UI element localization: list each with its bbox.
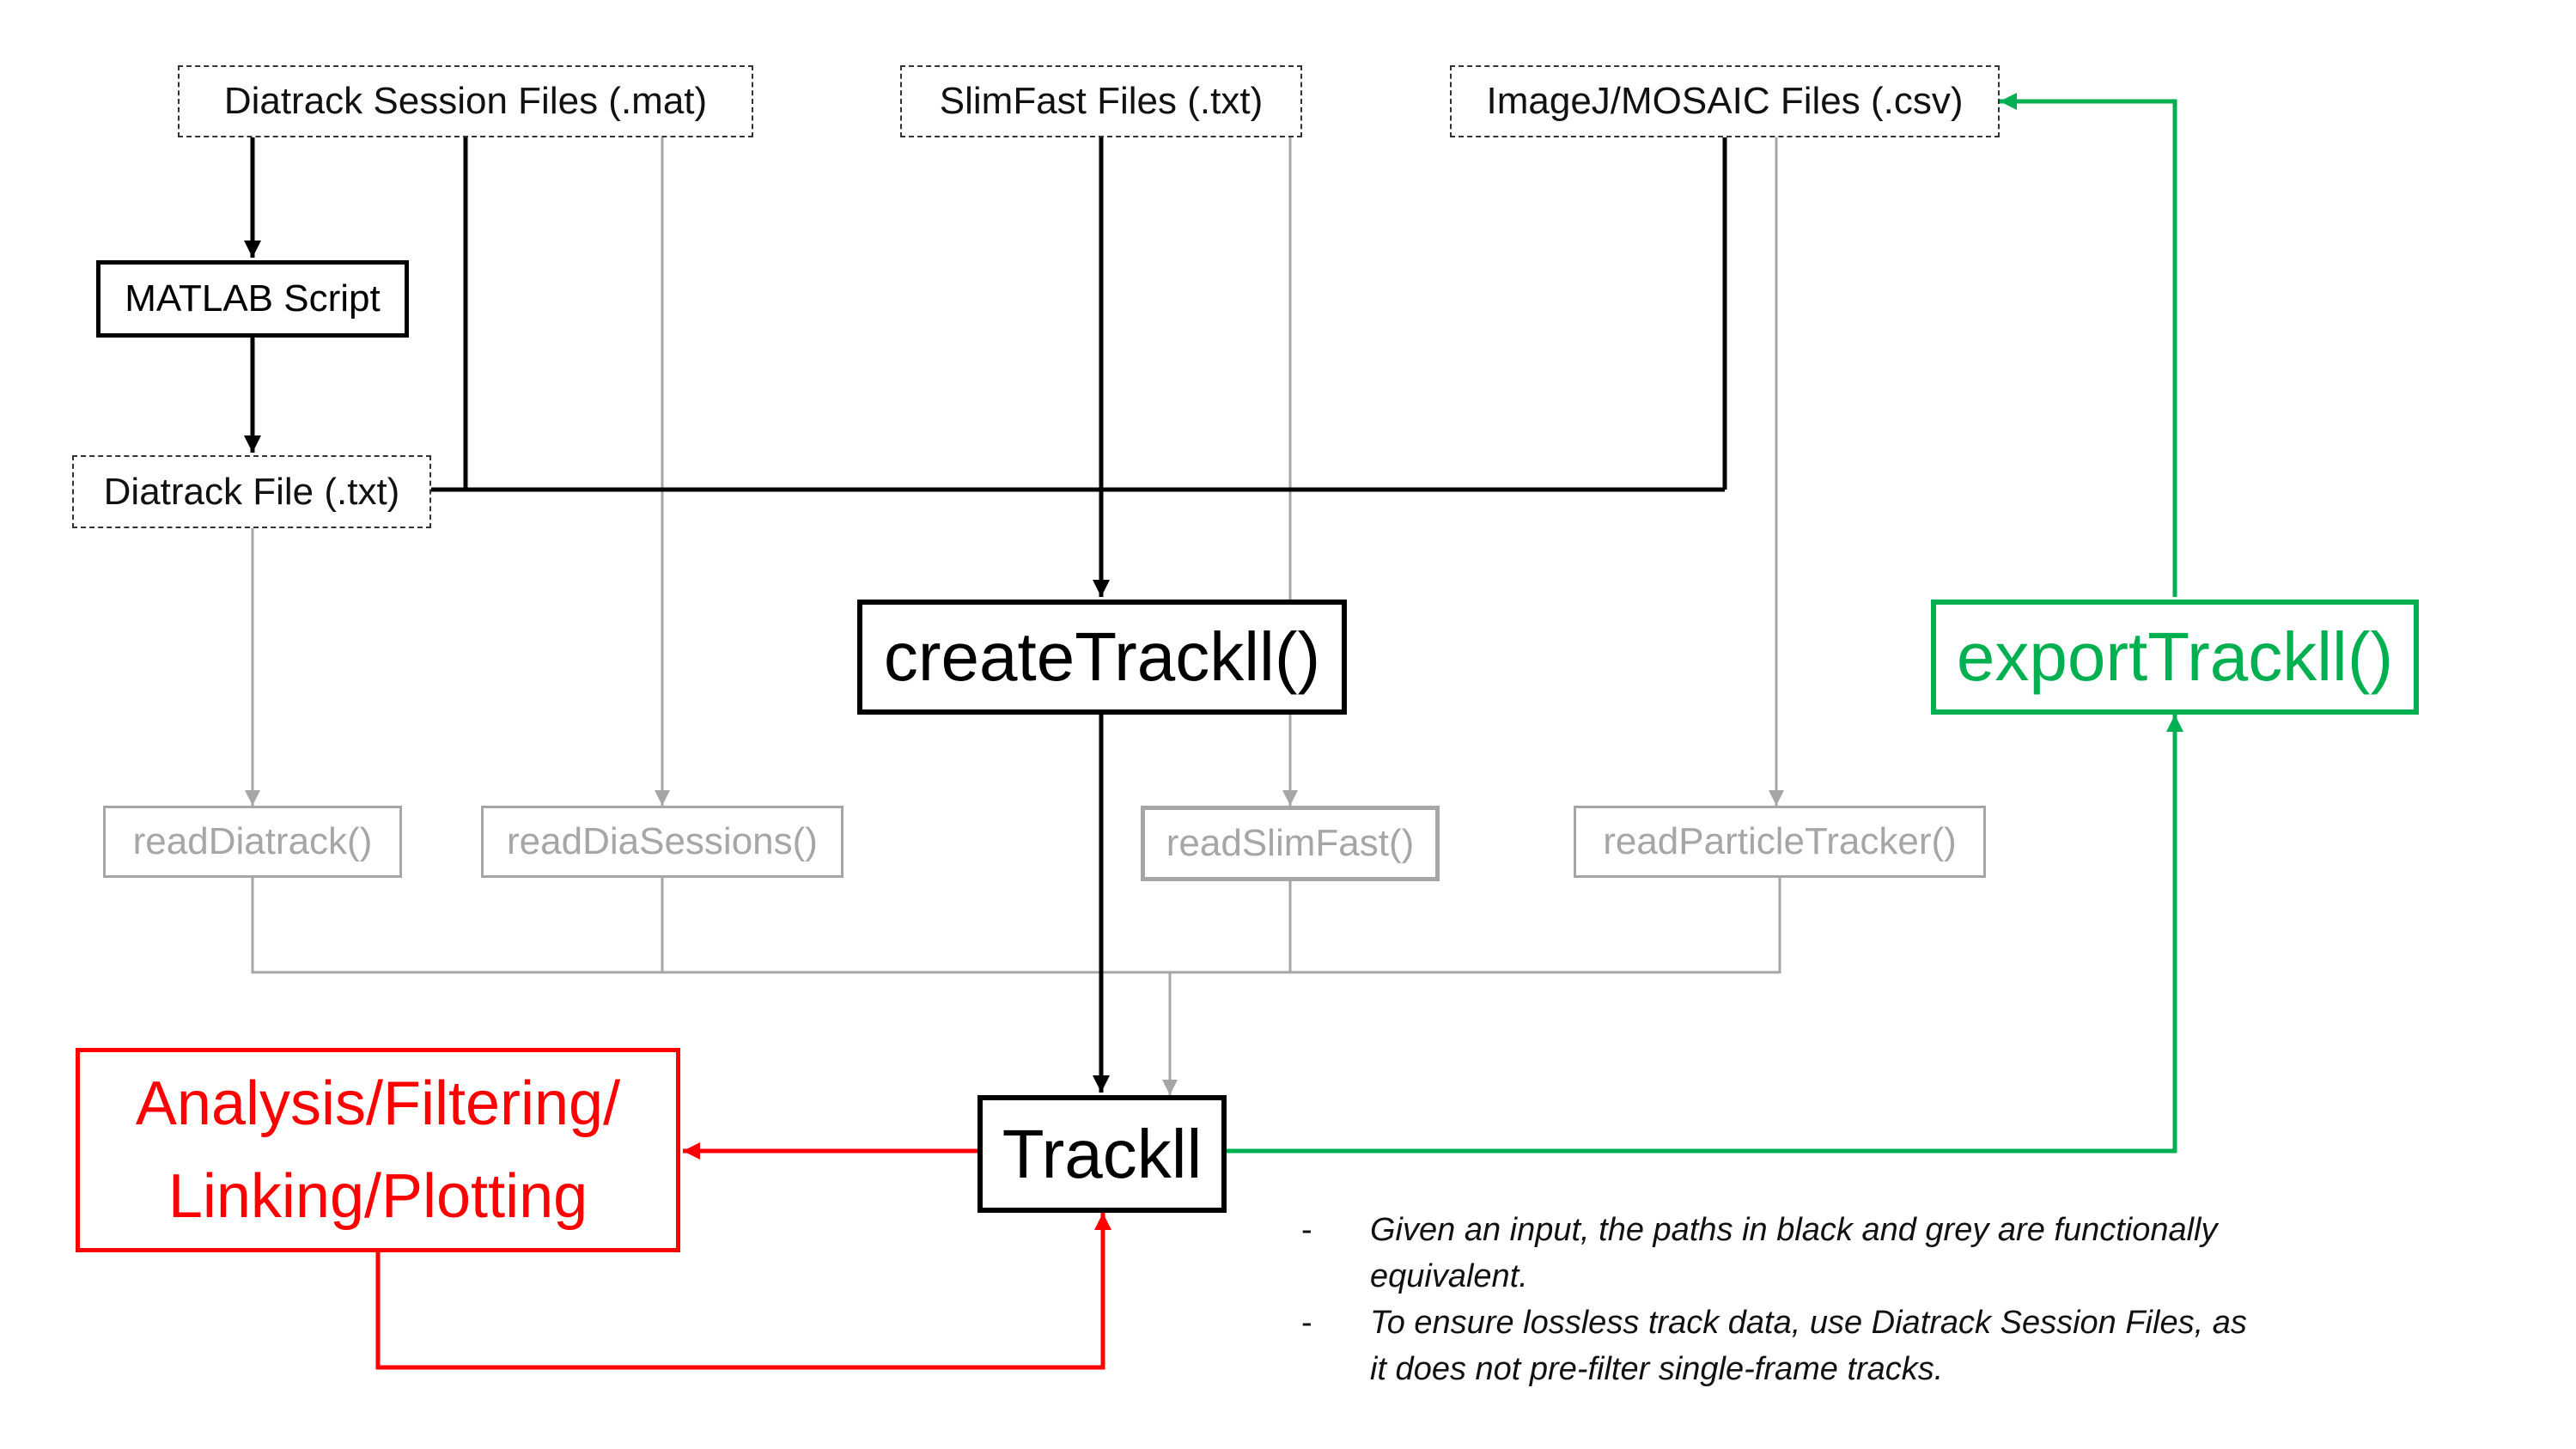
diatrack-file-label: Diatrack File (.txt) (103, 470, 400, 513)
note-bullet: - (1301, 1305, 1312, 1341)
export-trackll-box: exportTrackll() (1931, 600, 2419, 715)
read-particle-tracker-box: readParticleTracker() (1574, 806, 1986, 878)
read-slimfast-box: readSlimFast() (1141, 806, 1440, 881)
notes-list: - Given an input, the paths in black and… (1301, 1207, 2263, 1392)
create-trackll-box: createTrackll() (857, 600, 1347, 715)
analysis-text: Analysis/Filtering/ Linking/Plotting (136, 1057, 620, 1243)
imagej-mosaic-files-label: ImageJ/MOSAIC Files (.csv) (1486, 80, 1964, 122)
read-particle-tracker-label: readParticleTracker() (1603, 820, 1957, 862)
read-diatrack-box: readDiatrack() (103, 806, 402, 878)
green-arrow-trackll-to-export (1227, 715, 2183, 1154)
note-2-text: To ensure lossless track data, use Diatr… (1370, 1305, 2247, 1387)
note-bullet: - (1301, 1212, 1312, 1248)
analysis-line-1: Analysis/Filtering/ (135, 1069, 621, 1138)
read-dia-sessions-box: readDiaSessions() (481, 806, 843, 878)
diatrack-file-box: Diatrack File (.txt) (72, 455, 431, 528)
create-trackll-label: createTrackll() (883, 618, 1321, 695)
analysis-box: Analysis/Filtering/ Linking/Plotting (76, 1048, 680, 1252)
slimfast-files-label: SlimFast Files (.txt) (939, 80, 1264, 122)
green-arrow-export-to-imagej (2000, 93, 2177, 597)
export-trackll-label: exportTrackll() (1956, 618, 2394, 695)
trackll-box: Trackll (977, 1095, 1227, 1213)
note-item: - Given an input, the paths in black and… (1301, 1207, 2263, 1300)
red-arrow-analysis-to-trackll (375, 1213, 1111, 1370)
note-item: - To ensure lossless track data, use Dia… (1301, 1300, 2263, 1392)
matlab-script-box: MATLAB Script (96, 260, 409, 338)
slimfast-files-box: SlimFast Files (.txt) (900, 65, 1302, 137)
grey-merge-bus (251, 878, 1781, 974)
imagej-mosaic-files-box: ImageJ/MOSAIC Files (.csv) (1450, 65, 2000, 137)
read-diatrack-label: readDiatrack() (132, 820, 373, 862)
matlab-script-label: MATLAB Script (125, 277, 381, 320)
diatrack-session-files-label: Diatrack Session Files (.mat) (223, 80, 708, 122)
analysis-line-2: Linking/Plotting (167, 1162, 588, 1231)
trackll-label: Trackll (1002, 1115, 1203, 1192)
note-1-text: Given an input, the paths in black and g… (1370, 1212, 2218, 1294)
diatrack-session-files-box: Diatrack Session Files (.mat) (178, 65, 753, 137)
read-dia-sessions-label: readDiaSessions() (507, 820, 818, 862)
read-slimfast-label: readSlimFast() (1166, 822, 1415, 864)
